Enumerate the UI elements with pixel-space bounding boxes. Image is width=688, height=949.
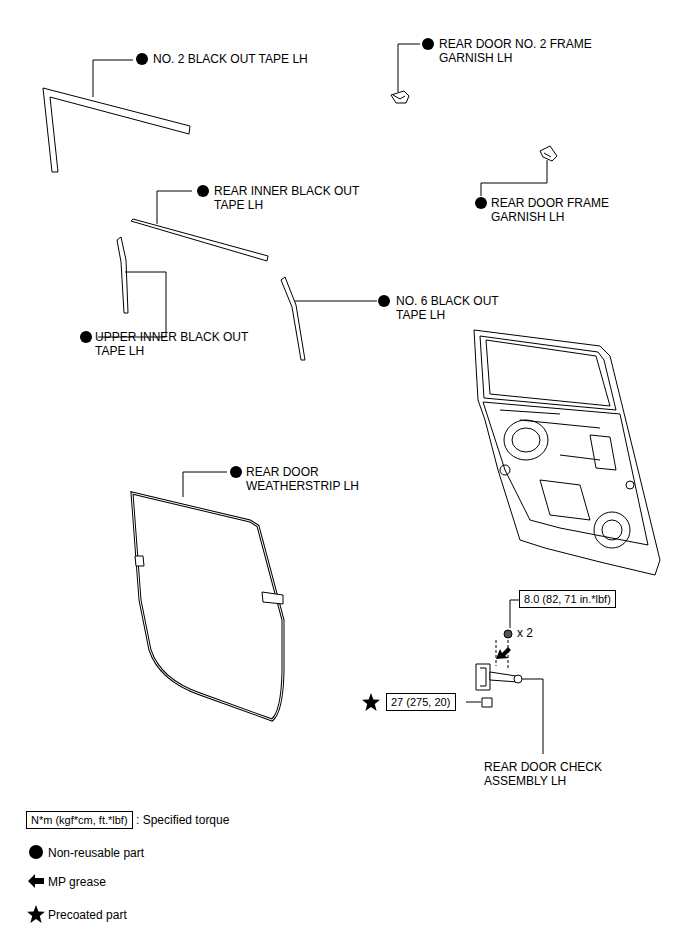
part-name: REAR INNER BLACK OUT TAPE LH xyxy=(214,184,379,212)
torque-value: 27 (275, 20) xyxy=(391,695,451,709)
leader-line xyxy=(398,44,420,92)
weatherstrip-clip xyxy=(135,556,144,566)
part-name: REAR DOOR NO. 2 FRAME GARNISH LH xyxy=(439,37,609,65)
legend-text: MP grease xyxy=(48,875,106,889)
weatherstrip xyxy=(132,493,283,720)
leader-line xyxy=(183,472,227,497)
black-out-tape xyxy=(43,88,190,172)
legend-arrow-symbol xyxy=(28,874,44,888)
leader-line xyxy=(508,640,509,670)
part-name: NO. 6 BLACK OUT TAPE LH xyxy=(396,294,516,322)
weatherstrip-inner xyxy=(132,493,283,720)
quantity-note: x 2 xyxy=(517,626,557,640)
leader-line xyxy=(157,191,192,224)
bolt xyxy=(504,630,512,638)
torque-box: 8.0 (82, 71 in.*lbf) xyxy=(519,590,616,608)
garnish-detail xyxy=(544,153,551,157)
precoated-star xyxy=(362,693,380,711)
legend-text: Precoated part xyxy=(48,908,127,922)
black-out-tape xyxy=(117,237,128,313)
garnish-part xyxy=(540,146,557,161)
black-out-tape xyxy=(131,219,268,261)
torque-box: 27 (275, 20) xyxy=(386,693,456,711)
part-name: REAR DOOR WEATHERSTRIP LH xyxy=(246,465,386,493)
bolt xyxy=(482,698,492,707)
door-check-assembly xyxy=(476,664,522,690)
part-name: UPPER INNER BLACK OUT TAPE LH xyxy=(95,330,265,358)
leader-line xyxy=(295,301,377,302)
part-name: REAR DOOR FRAME GARNISH LH xyxy=(491,196,631,224)
grease-arrow xyxy=(496,647,511,659)
leader-line xyxy=(496,640,497,666)
leader-line xyxy=(466,702,481,703)
legend-text: Non-reusable part xyxy=(48,846,144,860)
legend-text: : Specified torque xyxy=(136,813,229,827)
part-name: REAR DOOR CHECK ASSEMBLY LH xyxy=(484,760,624,788)
garnish-part xyxy=(391,91,409,103)
torque-value: 8.0 (82, 71 in.*lbf) xyxy=(524,592,611,606)
leader-line xyxy=(93,60,133,97)
black-out-tape xyxy=(281,277,305,360)
leader-line xyxy=(510,600,519,628)
weatherstrip-clip xyxy=(262,592,283,604)
leader-line xyxy=(98,272,166,337)
torque-value: N*m (kgf*cm, ft.*lbf) xyxy=(31,813,128,827)
legend-star-symbol xyxy=(27,905,45,923)
garnish-detail xyxy=(393,95,405,99)
leader-line xyxy=(481,160,547,196)
legend-dot-symbol xyxy=(29,845,43,859)
leader-line xyxy=(522,679,543,754)
rear-door-panel xyxy=(474,330,660,575)
part-name: NO. 2 BLACK OUT TAPE LH xyxy=(153,52,353,66)
legend-torque-box: N*m (kgf*cm, ft.*lbf) xyxy=(26,811,133,829)
non-reusable-marks xyxy=(80,38,487,478)
